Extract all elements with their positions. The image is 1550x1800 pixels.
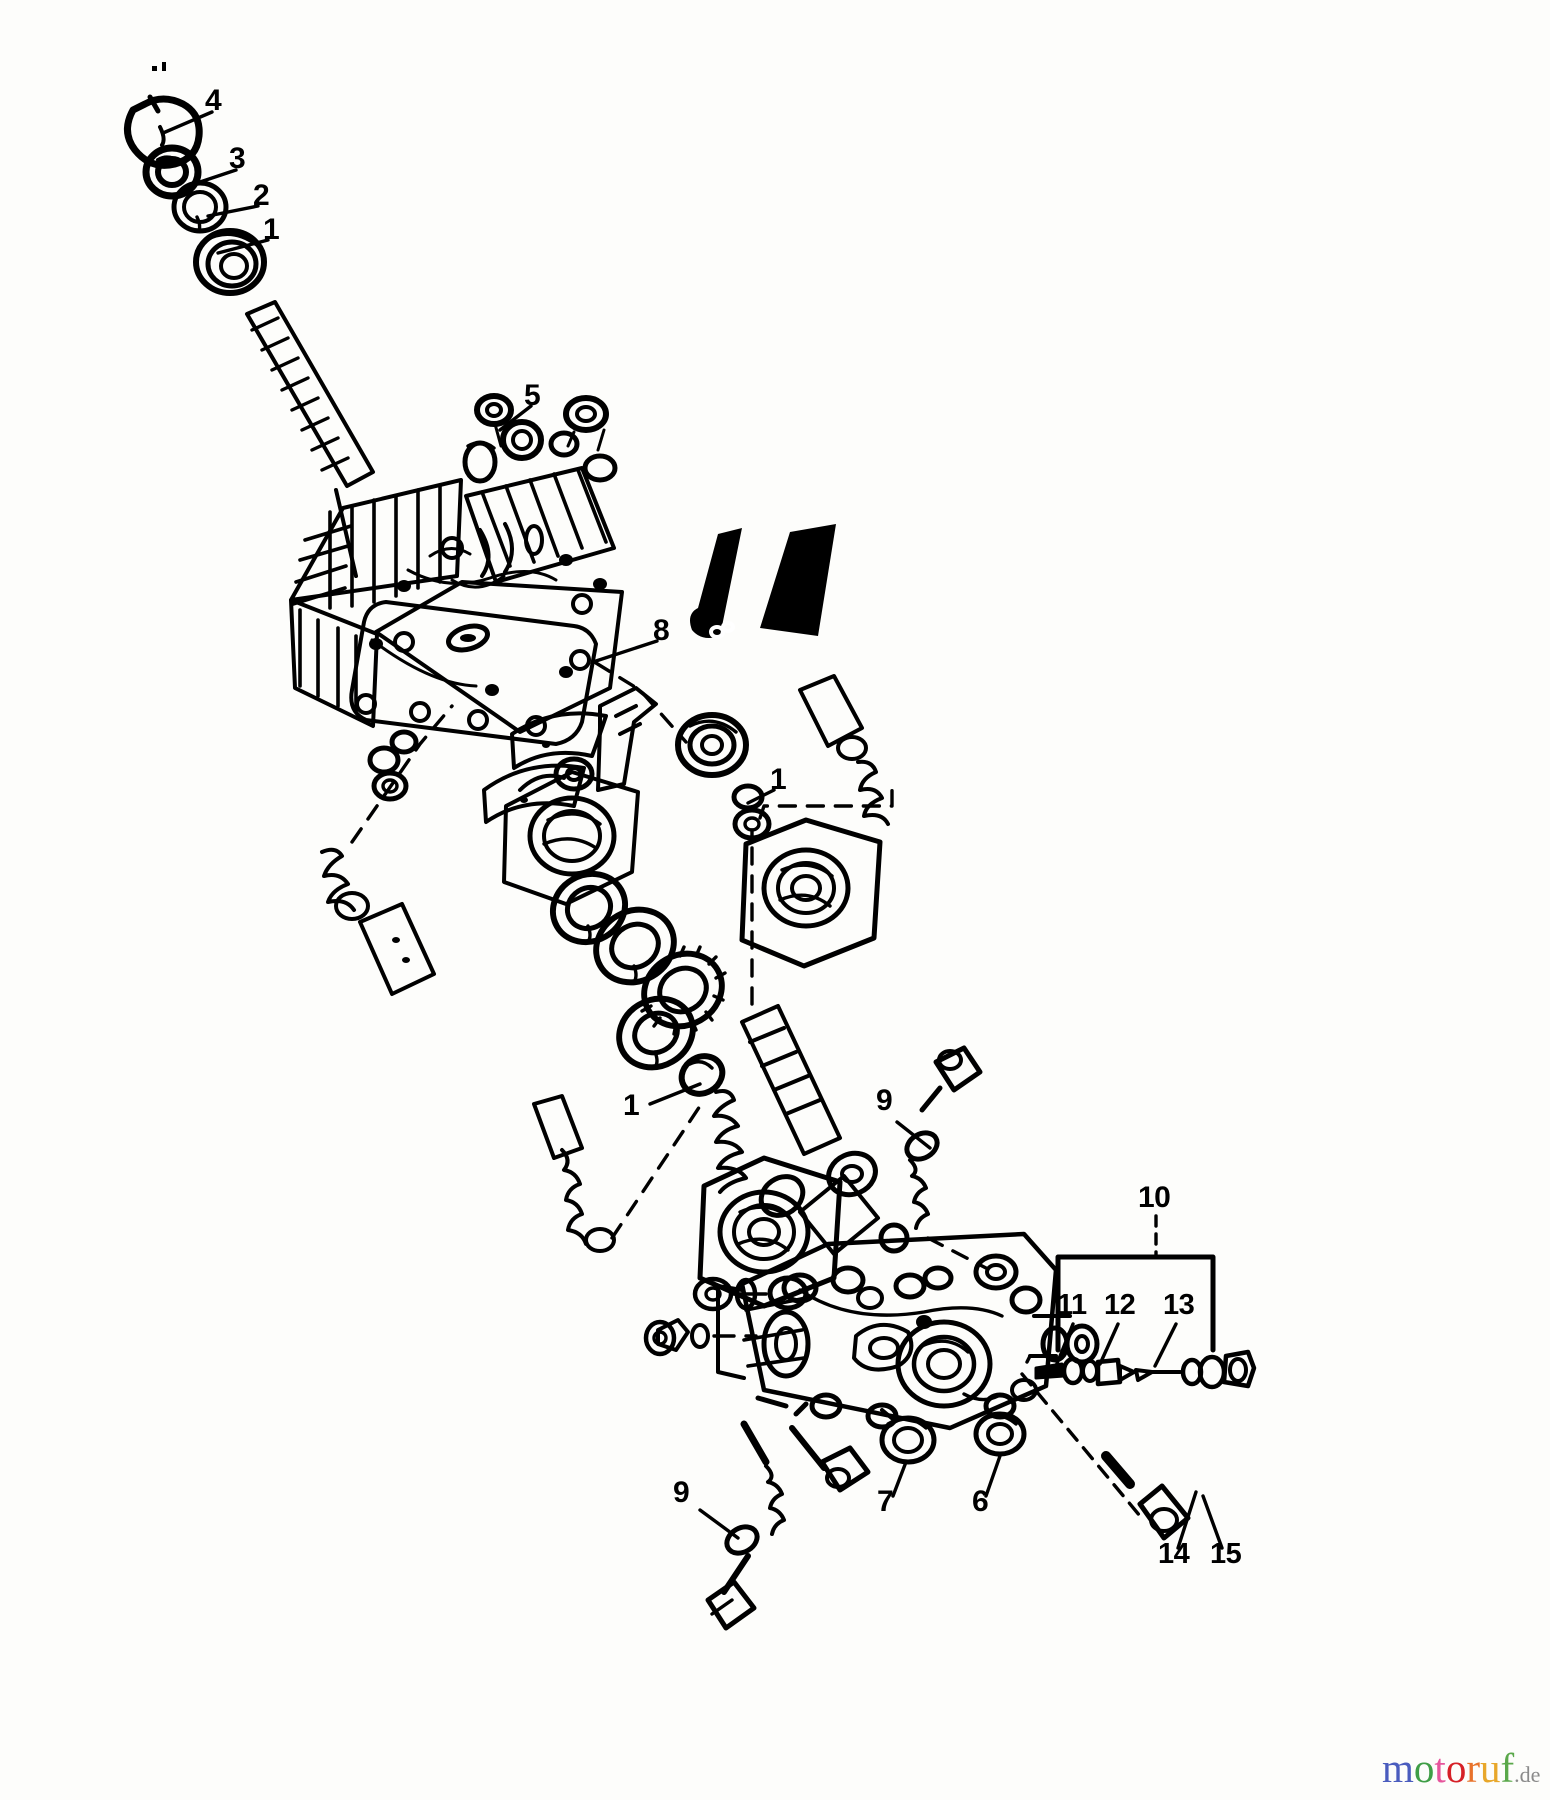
callout-11: 11 — [1057, 1289, 1087, 1321]
part-finned-housing — [289, 466, 624, 734]
detail-box-bracket — [1055, 1254, 1216, 1353]
part-7-nut — [879, 1408, 937, 1465]
part-black-plates — [690, 524, 836, 638]
watermark-letter-o1: o — [1413, 1745, 1435, 1791]
part-9-bolt-lower — [705, 1420, 786, 1631]
watermark-letter-o2: o — [1445, 1745, 1467, 1791]
callout-15: 15 — [1210, 1538, 1242, 1570]
watermark-letter-t: t — [1434, 1745, 1446, 1791]
callout-9-lower: 9 — [673, 1476, 690, 1509]
part-stack-washers — [549, 870, 727, 1097]
part-spring-piston-upper — [320, 847, 436, 996]
part-detail-spool-assembly — [1034, 1349, 1257, 1390]
part-input-shaft — [245, 300, 375, 578]
part-spring-piston-right-upper — [798, 674, 890, 826]
part-6-nut — [973, 1411, 1027, 1457]
callout-1-low: 1 — [623, 1089, 640, 1122]
part-cylinder-block-upper — [675, 712, 772, 841]
callout-4: 4 — [205, 84, 222, 117]
callout-1-top: 1 — [263, 213, 280, 246]
watermark-letter-u: u — [1479, 1745, 1501, 1791]
watermark-motoruf: motoruf.de — [1382, 1748, 1540, 1789]
watermark-letter-f: f — [1500, 1745, 1515, 1791]
callout-9-upper: 9 — [876, 1084, 893, 1117]
callout-14: 14 — [1158, 1538, 1190, 1570]
callout-3: 3 — [229, 142, 246, 175]
watermark-suffix: .de — [1514, 1762, 1541, 1787]
assembly-dashed-leaders — [350, 661, 988, 1270]
callout-6: 6 — [972, 1485, 989, 1518]
callout-5: 5 — [524, 379, 541, 412]
part-8-gasket — [349, 593, 598, 746]
part-rotating-barrel-upper — [739, 817, 883, 969]
part-4-snap-ring — [124, 94, 203, 169]
part-group-small-fittings — [462, 393, 618, 484]
callout-2: 2 — [253, 179, 270, 212]
part-cylinder-barrel — [502, 770, 640, 906]
watermark-letter-r: r — [1466, 1745, 1480, 1791]
watermark-letter-m: m — [1382, 1745, 1414, 1791]
callout-7: 7 — [877, 1485, 894, 1518]
callout-1-mid: 1 — [770, 763, 787, 796]
part-main-pump-body — [716, 1231, 1100, 1431]
part-swash-trunnion — [553, 686, 658, 792]
part-spring-piston-farleft — [532, 1094, 616, 1253]
part-plugs-left — [643, 1276, 768, 1357]
part-output-shaft — [740, 1004, 878, 1198]
callout-10: 10 — [1138, 1181, 1171, 1214]
part-small-washers-left — [367, 729, 419, 802]
callout-13: 13 — [1163, 1289, 1195, 1321]
part-9-bolt-upper — [878, 1045, 983, 1254]
callout-leader-lines — [161, 110, 1224, 1550]
part-bolt-bottom-center — [789, 1425, 871, 1493]
part-1-bearing-top — [193, 228, 267, 296]
callout-12: 12 — [1104, 1289, 1136, 1321]
part-2-washer — [171, 180, 229, 234]
callout-8: 8 — [653, 614, 670, 647]
part-3-seal — [142, 144, 202, 200]
